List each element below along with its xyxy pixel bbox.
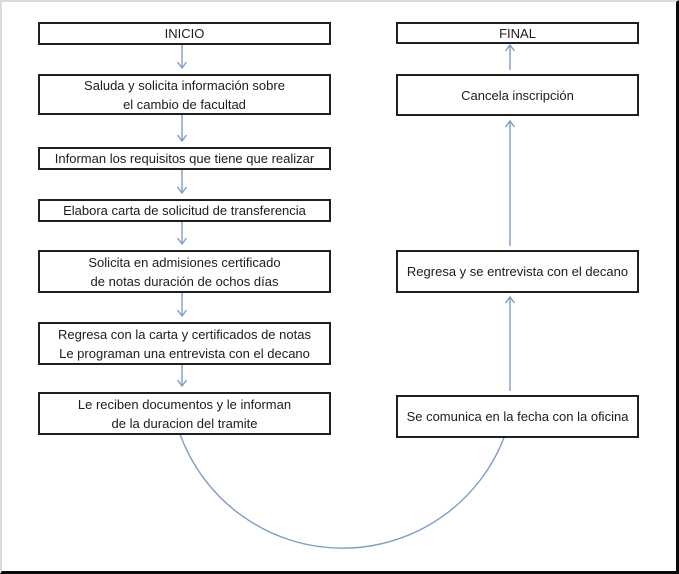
flow-node-solicita: Solicita en admisiones certificado de no… (38, 250, 331, 293)
flow-node-cancela: Cancela inscripción (396, 74, 639, 116)
node-label: Regresa con la carta y certificados de n… (58, 326, 311, 342)
flow-node-inicio: INICIO (38, 22, 331, 45)
node-label: el cambio de facultad (123, 96, 246, 112)
flow-node-regresa-decano: Regresa y se entrevista con el decano (396, 250, 639, 293)
node-label: Saluda y solicita información sobre (84, 77, 285, 93)
flow-node-final: FINAL (396, 22, 639, 44)
node-label: de la duracion del tramite (111, 415, 258, 431)
node-label: Le programan una entrevista con el decan… (59, 345, 310, 361)
node-label: INICIO (164, 26, 205, 41)
flow-node-reciben: Le reciben documentos y le informan de l… (38, 392, 331, 435)
node-label: de notas duración de ochos días (90, 273, 279, 289)
flow-node-comunica: Se comunica en la fecha con la oficina (396, 395, 639, 438)
node-label: FINAL (499, 25, 536, 41)
node-label: Regresa y se entrevista con el decano (406, 264, 629, 279)
curve-reciben-to-comunica (179, 433, 506, 549)
flow-node-regresa-carta: Regresa con la carta y certificados de n… (38, 322, 331, 365)
node-label: Le reciben documentos y le informan (77, 396, 292, 412)
node-label: Se comunica en la fecha con la oficina (406, 409, 629, 424)
node-label: Cancela inscripción (461, 87, 574, 103)
flow-node-saluda: Saluda y solicita información sobre el c… (38, 74, 331, 115)
node-label: Informan los requisitos que tiene que re… (54, 151, 315, 166)
node-label: Elabora carta de solicitud de transferen… (63, 203, 306, 218)
flow-node-elabora: Elabora carta de solicitud de transferen… (38, 199, 331, 222)
node-label: Solicita en admisiones certificado (88, 254, 281, 270)
flow-node-informan: Informan los requisitos que tiene que re… (38, 147, 331, 170)
